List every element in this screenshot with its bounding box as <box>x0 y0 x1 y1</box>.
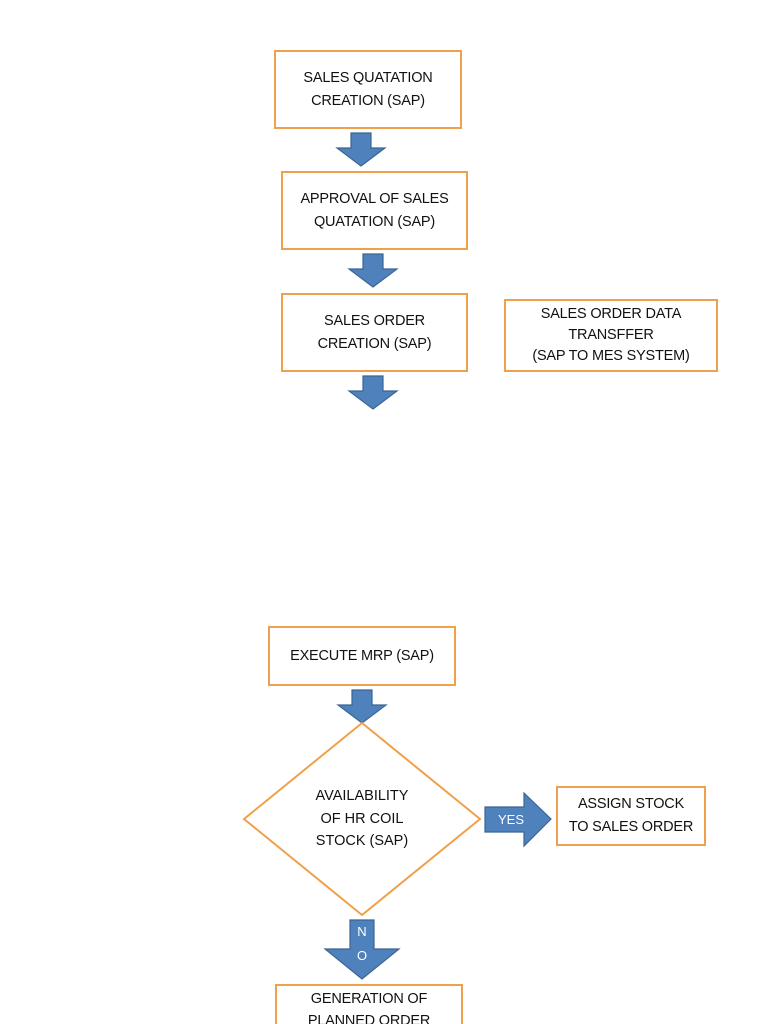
generation-of-planned-order-label: GENERATION OF PLANNED ORDER <box>307 991 431 1024</box>
generation-of-planned-order-box: GENERATION OF PLANNED ORDER <box>275 984 463 1024</box>
decision-diamond-shape <box>242 722 482 916</box>
sales-order-data-transfer-box: SALES ORDER DATA TRANSFFER (SAP TO MES S… <box>504 299 718 372</box>
sales-order-creation-box: SALES ORDER CREATION (SAP) <box>281 293 468 372</box>
no-label-n: N <box>357 924 366 939</box>
yes-label: YES <box>498 812 524 827</box>
no-arrow: N O <box>323 919 401 980</box>
sales-quotation-creation-label: SALES QUATATION CREATION (SAP) <box>303 69 433 109</box>
approval-of-sales-quotation-box: APPROVAL OF SALES QUATATION (SAP) <box>281 171 468 250</box>
yes-arrow-shape <box>484 791 552 848</box>
down-arrow-1 <box>335 132 387 167</box>
down-arrow-2 <box>347 253 399 288</box>
sales-order-data-transfer-label: SALES ORDER DATA TRANSFFER (SAP TO MES S… <box>532 306 690 364</box>
down-arrow-3-shape <box>347 375 399 410</box>
assign-stock-box: ASSIGN STOCK TO SALES ORDER <box>556 786 706 846</box>
availability-decision: AVAILABILITY OF HR COIL STOCK (SAP) <box>242 722 482 916</box>
availability-decision-label: AVAILABILITY OF HR COIL STOCK (SAP) <box>315 788 409 850</box>
down-arrow-4-shape <box>336 689 388 724</box>
approval-of-sales-quotation-label: APPROVAL OF SALES QUATATION (SAP) <box>300 190 449 230</box>
down-arrow-4 <box>336 689 388 724</box>
down-arrow-3 <box>347 375 399 410</box>
execute-mrp-box: EXECUTE MRP (SAP) <box>268 626 456 686</box>
assign-stock-label: ASSIGN STOCK TO SALES ORDER <box>568 796 694 835</box>
no-arrow-shape <box>323 919 401 980</box>
down-arrow-1-shape <box>335 132 387 167</box>
execute-mrp-label: EXECUTE MRP (SAP) <box>290 647 434 664</box>
down-arrow-2-shape <box>347 253 399 288</box>
yes-arrow: YES <box>484 791 552 848</box>
sales-quotation-creation-box: SALES QUATATION CREATION (SAP) <box>274 50 462 129</box>
sales-order-creation-label: SALES ORDER CREATION (SAP) <box>317 312 432 352</box>
no-label-o: O <box>357 948 367 963</box>
